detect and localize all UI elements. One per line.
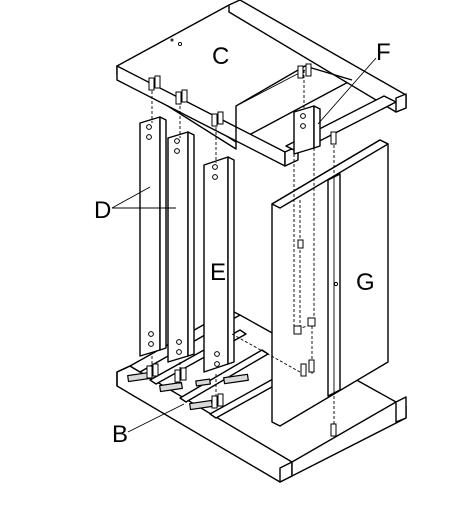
bracket-f [293, 63, 321, 155]
side-panel-g [231, 131, 389, 437]
uprights-d [139, 75, 195, 384]
label-g: G [356, 269, 375, 296]
label-d: D [94, 197, 111, 224]
label-e: E [210, 259, 226, 286]
label-f: F [376, 39, 391, 66]
label-c: C [212, 43, 229, 70]
leader-lines [111, 57, 377, 433]
front-upright-e [203, 111, 235, 409]
label-b: B [112, 421, 128, 448]
